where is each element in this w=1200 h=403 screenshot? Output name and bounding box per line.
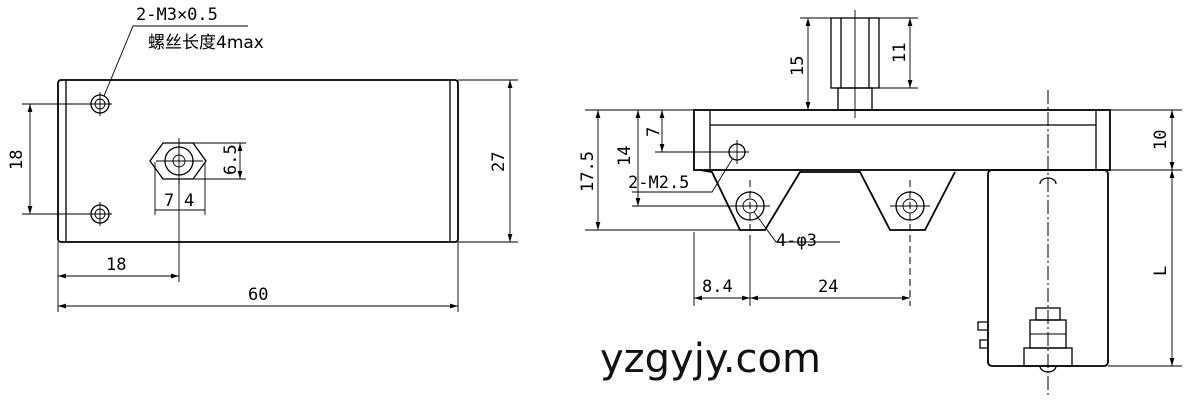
dim-hex-a: 7 (164, 191, 174, 211)
thread-note-right: 2-M2.5 (628, 173, 689, 193)
dim-edge-offset: 8.4 (702, 277, 733, 297)
dim-hex-offset: 18 (106, 255, 126, 275)
cylinder-body (977, 90, 1109, 398)
dim-hex-vertical: 6.5 (221, 144, 241, 175)
right-view: 15 11 2-M2.5 (578, 10, 1182, 398)
lug-profile (699, 169, 956, 231)
thread-note-line1: 2-M3×0.5 (136, 5, 218, 25)
dim-total-length: 60 (248, 285, 268, 305)
thread-note-line2: 螺丝长度4max (148, 33, 264, 53)
top-plate (693, 109, 1111, 171)
hole-note: 4-φ3 (776, 231, 817, 251)
hex-nut (149, 138, 207, 184)
dim-body-height: 10 (1151, 130, 1171, 150)
dim-plunger-total: 15 (788, 56, 808, 76)
dim-hole-spacing: 18 (7, 150, 27, 170)
dim-plunger-hex: 11 (890, 43, 910, 63)
plunger (830, 10, 880, 118)
dim-mid-height: 14 (615, 146, 635, 166)
left-view: 2-M3×0.5 螺丝长度4max 6.5 7 4 18 27 (7, 5, 518, 312)
dim-length-var: L (1151, 266, 1171, 276)
dim-hex-b: 4 (184, 191, 194, 211)
dim-hole-pitch: 24 (818, 277, 838, 297)
left-body-outline (57, 79, 459, 243)
dim-top-offset: 7 (644, 127, 664, 137)
dim-overall-height: 17.5 (578, 151, 598, 192)
watermark: yzgyjy.com (600, 336, 821, 382)
dim-height: 27 (489, 152, 509, 172)
